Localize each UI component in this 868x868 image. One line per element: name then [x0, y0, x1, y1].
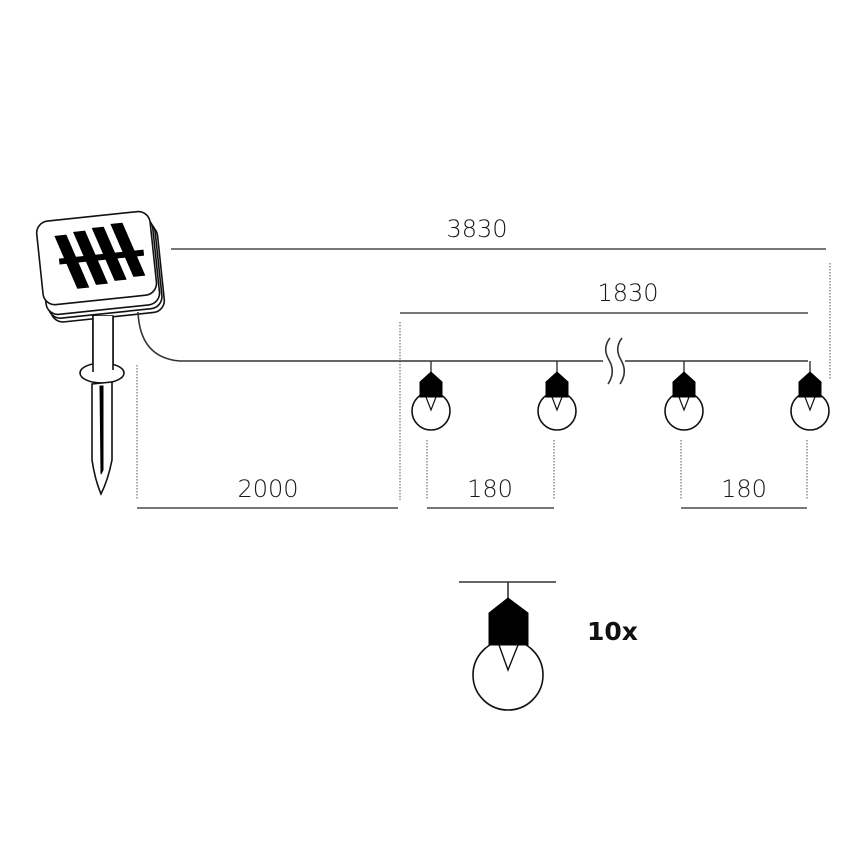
bulb-icon [790, 361, 830, 431]
bulb-icon [664, 361, 704, 431]
bulb-icon [411, 361, 451, 431]
solar-panel-icon [35, 210, 166, 323]
bulb-string [411, 361, 830, 431]
ground-stake-icon [79, 315, 125, 496]
bulb-icon [537, 361, 577, 431]
dim-label-spacing-left: 180 [467, 475, 513, 503]
dim-label-lead: 2000 [237, 475, 298, 503]
dim-label-spacing-right: 180 [721, 475, 767, 503]
bulb-detail-icon [459, 581, 556, 711]
break-symbol-icon [603, 337, 626, 385]
bulb-quantity-label: 10x [587, 617, 638, 646]
extension-lines [136, 263, 831, 500]
lead-cable [137, 311, 808, 362]
dim-label-total: 3830 [446, 215, 507, 243]
dim-label-lit-section: 1830 [597, 279, 658, 307]
